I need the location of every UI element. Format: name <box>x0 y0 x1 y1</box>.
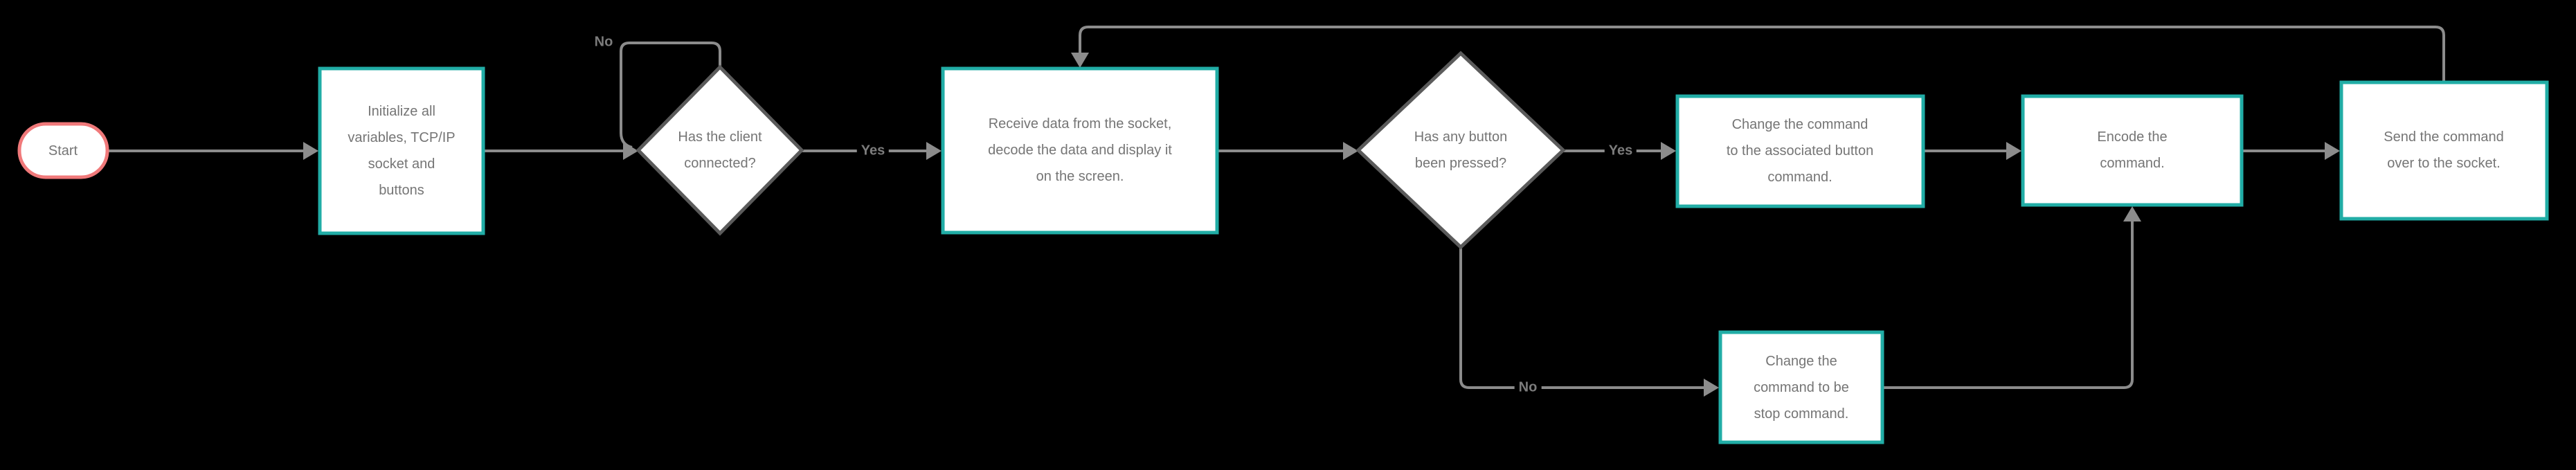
process-change-button-cmd-node[interactable] <box>1675 94 1925 208</box>
arrowhead-receive <box>926 142 942 160</box>
edge-label-no-button: No <box>1514 379 1542 396</box>
edge-label-no-client: No <box>590 34 618 51</box>
arrowhead-send <box>2325 142 2340 160</box>
arrowhead-initialize <box>303 142 318 160</box>
decision-button-pressed-node[interactable] <box>1355 51 1566 250</box>
edge-label-yes-client: Yes <box>856 143 890 159</box>
process-stop-cmd-node[interactable] <box>1718 330 1884 444</box>
arrowhead-change <box>1661 142 1676 160</box>
process-encode-node[interactable] <box>2021 94 2244 207</box>
decision-client-connected-node[interactable] <box>636 64 804 236</box>
process-send-node[interactable] <box>2339 80 2549 221</box>
arrowhead-encode <box>2006 142 2021 160</box>
arrowhead-button <box>1343 142 1358 160</box>
edge-send-receive-loop <box>1079 26 2445 81</box>
process-receive-node[interactable] <box>941 66 1219 235</box>
arrowhead-stop <box>1704 379 1719 397</box>
edge-label-yes-button: Yes <box>1604 143 1637 159</box>
arrowhead-receive-top <box>1071 53 1089 68</box>
edge-button-stop <box>1459 247 1705 389</box>
edge-stop-encode <box>1884 222 2134 389</box>
start-node[interactable] <box>17 122 109 179</box>
edge-client-no-loop <box>620 42 721 149</box>
process-initialize-node[interactable] <box>318 66 485 235</box>
arrowhead-encode-bottom <box>2123 206 2141 222</box>
